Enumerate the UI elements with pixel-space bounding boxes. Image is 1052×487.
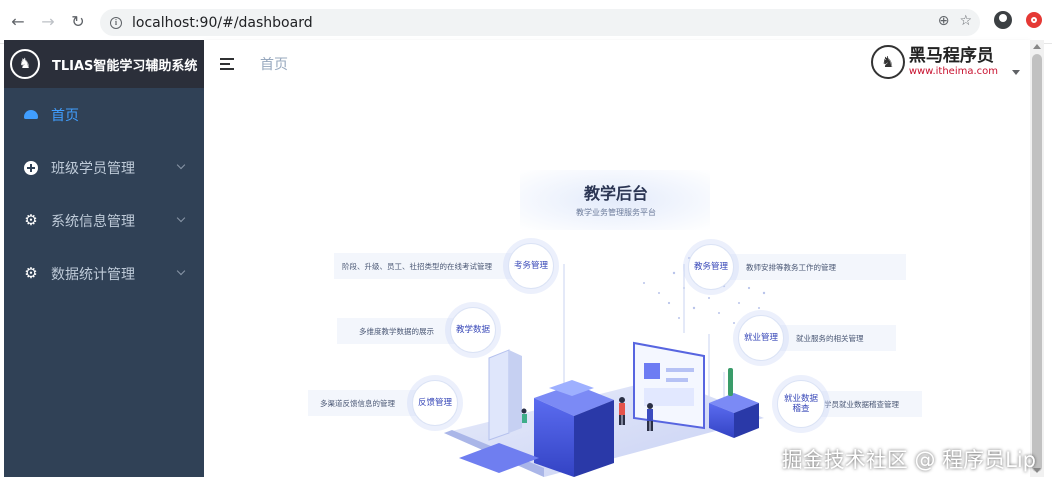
people-figures (521, 397, 653, 431)
star-icon[interactable]: ☆ (959, 13, 972, 29)
info-icon[interactable]: i (110, 16, 122, 29)
browser-toolbar: ← → ↻ i localhost:90/#/dashboard ⊕ ☆ (0, 0, 1052, 44)
main-content (204, 88, 1030, 477)
arrow-right-icon[interactable]: → (41, 12, 55, 31)
chevron-down-icon (176, 266, 186, 276)
dashboard-illustration (444, 257, 766, 477)
breadcrumb[interactable]: 首页 (260, 57, 288, 73)
sidebar-item-class-student[interactable]: 班级学员管理 (4, 141, 204, 194)
sidebar-item-label: 系统信息管理 (51, 213, 135, 230)
logo-icon: ♞ (10, 49, 40, 79)
brand-logo: ♞ 黑马程序员 www.itheima.com (870, 45, 998, 79)
arrow-left-icon[interactable]: ← (11, 12, 25, 31)
dashboard-icon (23, 107, 39, 123)
zoom-icon[interactable]: ⊕ (937, 13, 950, 29)
scrollbar-thumb[interactable] (1032, 54, 1042, 472)
profile-icon[interactable] (994, 11, 1012, 29)
sidebar-item-label: 数据统计管理 (51, 266, 135, 283)
chevron-down-icon (176, 213, 186, 223)
feature-feedback-management[interactable]: 反馈管理 (412, 380, 458, 426)
feature-desc-academic: 教师安排等教务工作的管理 (710, 254, 906, 280)
scroll-up-icon[interactable] (1033, 44, 1041, 49)
feature-academic-management[interactable]: 教务管理 (688, 244, 734, 290)
sidebar-item-label: 班级学员管理 (51, 160, 135, 177)
particle-dots (643, 257, 766, 324)
brand-name: 黑马程序员 (908, 46, 994, 66)
user-dropdown-caret-icon[interactable] (1012, 70, 1020, 75)
dashboard-subtitle: 教学业务管理服务平台 (576, 208, 656, 217)
url-text[interactable]: localhost:90/#/dashboard (132, 14, 313, 31)
page-scrollbar[interactable] (1030, 40, 1044, 477)
scroll-down-icon[interactable] (1033, 468, 1041, 473)
circle-plus-icon (23, 160, 39, 176)
chevron-down-icon (176, 160, 186, 170)
sidebar: ♞ TLIAS智能学习辅助系统 首页 班级学员管理 ⚙ 系统信息管理 ⚙ 数据统… (4, 40, 204, 477)
sidebar-logo[interactable]: ♞ TLIAS智能学习辅助系统 (4, 40, 204, 88)
feature-teaching-data[interactable]: 教学数据 (450, 307, 496, 353)
dashboard-title: 教学后台 (584, 184, 649, 203)
sidebar-item-label: 首页 (51, 107, 79, 124)
menu-toggle-icon[interactable] (220, 57, 236, 71)
feature-desc-exam: 阶段、升级、员工、社招类型的在线考试管理 (334, 253, 534, 279)
feature-exam-management[interactable]: 考务管理 (508, 243, 554, 289)
brand-url: www.itheima.com (908, 66, 998, 77)
gear-icon: ⚙ (24, 211, 38, 229)
address-bar[interactable]: i localhost:90/#/dashboard ⊕ ☆ (100, 9, 980, 36)
watermark-text: 掘金技术社区 @ 程序员Lip (781, 448, 1036, 472)
sidebar-item-data-stats[interactable]: ⚙ 数据统计管理 (4, 247, 204, 300)
brand-horse-icon: ♞ (870, 45, 905, 79)
sidebar-item-home[interactable]: 首页 (4, 88, 204, 141)
extension-icon[interactable] (1026, 12, 1042, 28)
hero-glow (520, 170, 710, 230)
app-title: TLIAS智能学习辅助系统 (52, 58, 198, 74)
feature-employment-data-audit[interactable]: 就业数据稽查 (777, 380, 825, 428)
feature-employment-management[interactable]: 就业管理 (738, 315, 784, 361)
sidebar-item-system-info[interactable]: ⚙ 系统信息管理 (4, 194, 204, 247)
top-navbar: 首页 ♞ 黑马程序员 www.itheima.com (204, 40, 1030, 88)
reload-icon[interactable]: ↻ (71, 12, 85, 31)
gear-icon: ⚙ (24, 264, 38, 282)
